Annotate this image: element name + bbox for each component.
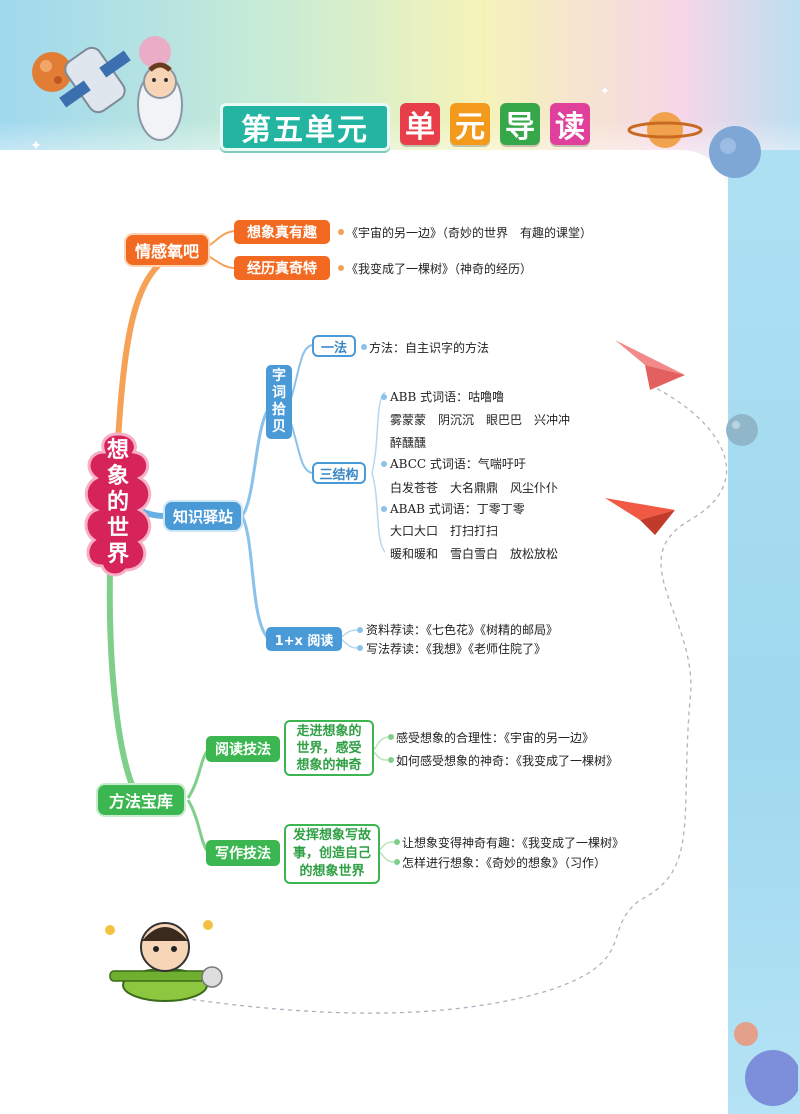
paper-plane-icon xyxy=(615,340,685,390)
reading-skill-item-2: 如何感受想象的神奇：《我变成了一棵树》 xyxy=(396,754,619,768)
bullet-dot xyxy=(381,394,387,400)
root-char-5: 界 xyxy=(106,542,129,567)
abb-line-1: 雾蒙蒙 阴沉沉 眼巴巴 兴冲冲 xyxy=(390,413,571,427)
planet-icon xyxy=(726,414,758,446)
emotion-leaf-2: 《我变成了一棵树》（神奇的经历） xyxy=(346,262,533,276)
reading-box-line-1: 走进想象的 xyxy=(296,723,362,739)
zici-char-2: 词 xyxy=(272,385,286,401)
zici-char-3: 拾 xyxy=(272,402,286,418)
bullet-dot xyxy=(381,506,387,512)
unit-title: 第五单元 xyxy=(220,103,390,151)
bullet-dot xyxy=(381,461,387,467)
planets-bottom-icon xyxy=(734,1022,798,1106)
sanjiegou-node: 三结构 xyxy=(312,462,366,484)
bullet-dot xyxy=(388,757,394,763)
reading-skill-box: 走进想象的 世界，感受 想象的神奇 xyxy=(284,720,374,776)
branch-emotion: 情感氧吧 xyxy=(124,233,210,267)
writing-skill-item-2: 怎样进行想象：《奇妙的想象》（习作） xyxy=(402,856,607,870)
abcc-head: ABCC 式词语：气喘吁吁 xyxy=(390,457,526,471)
writing-box-line-3: 的想象世界 xyxy=(299,864,365,879)
bullet-dot xyxy=(338,229,344,235)
content-paper xyxy=(0,150,728,1114)
zici-char-4: 贝 xyxy=(272,419,286,435)
guide-char-4: 读 xyxy=(550,103,590,145)
abab-line-2: 暖和暖和 雪白雪白 放松放松 xyxy=(390,547,559,561)
branch-knowledge: 知识驿站 xyxy=(163,500,243,532)
bullet-dot xyxy=(394,859,400,865)
writing-skill-box: 发挥想象写故 事，创造自己 的想象世界 xyxy=(284,824,380,884)
reading-node: 1+x 阅读 xyxy=(266,627,342,651)
root-char-3: 的 xyxy=(106,490,129,515)
svg-text:✦: ✦ xyxy=(30,138,42,154)
bullet-dot xyxy=(394,839,400,845)
ziciyinbei-node: 字 词 拾 贝 xyxy=(266,365,292,439)
bullet-dot xyxy=(338,265,344,271)
reading-item-1: 资料荐读：《七色花》《树精的邮局》 xyxy=(366,623,559,637)
abab-head: ABAB 式词语：丁零丁零 xyxy=(390,502,525,516)
yifa-leaf: 方法：自主识字的方法 xyxy=(369,341,490,355)
emotion-item-1: 想象真有趣 xyxy=(234,220,330,244)
right-side-strip xyxy=(728,150,800,1114)
reading-skill-node: 阅读技法 xyxy=(206,736,280,762)
abab-line-1: 大口大口 打扫打扫 xyxy=(390,524,499,538)
guide-char-3: 导 xyxy=(500,103,540,145)
reading-box-line-3: 想象的神奇 xyxy=(296,757,362,773)
abb-line-2: 醉醺醺 xyxy=(390,436,427,450)
writing-box-line-2: 事，创造自己 xyxy=(292,846,371,861)
root-char-4: 世 xyxy=(106,516,129,541)
emotion-leaf-1: 《宇宙的另一边》（奇妙的世界 有趣的课堂） xyxy=(346,226,593,240)
bullet-dot xyxy=(357,627,363,633)
writing-skill-node: 写作技法 xyxy=(206,840,280,866)
abb-head: ABB 式词语：咕噜噜 xyxy=(390,390,505,404)
bullet-dot xyxy=(357,645,363,651)
paper-plane-icon-2 xyxy=(605,498,675,535)
root-char-2: 象 xyxy=(106,464,129,489)
root-cloud-shape xyxy=(84,432,152,577)
yifa-node: 一法 xyxy=(312,335,356,357)
reading-item-2: 写法荐读：《我想》《老师住院了》 xyxy=(366,642,547,656)
writing-box-line-1: 发挥想象写故 xyxy=(292,828,371,843)
space-decoration-icon: ✦ ✦ xyxy=(30,36,761,178)
svg-text:✦: ✦ xyxy=(600,84,610,98)
reading-box-line-2: 世界，感受 xyxy=(296,740,362,756)
root-node: 想 象 的 世 界 xyxy=(82,438,154,568)
bullet-dot xyxy=(388,734,394,740)
root-char-1: 想 xyxy=(106,438,129,463)
writing-skill-item-1: 让想象变得神奇有趣：《我变成了一棵树》 xyxy=(402,836,625,850)
zici-char-1: 字 xyxy=(272,368,286,384)
cartoon-pilot-icon xyxy=(105,920,223,1002)
abcc-line-1: 白发苍苍 大名鼎鼎 风尘仆仆 xyxy=(390,481,559,495)
emotion-item-2: 经历真奇特 xyxy=(234,256,330,280)
reading-skill-item-1: 感受想象的合理性：《宇宙的另一边》 xyxy=(396,731,595,745)
guide-char-1: 单 xyxy=(400,103,440,145)
guide-char-2: 元 xyxy=(450,103,490,145)
bullet-dot xyxy=(361,344,367,350)
branch-method: 方法宝库 xyxy=(96,783,186,817)
